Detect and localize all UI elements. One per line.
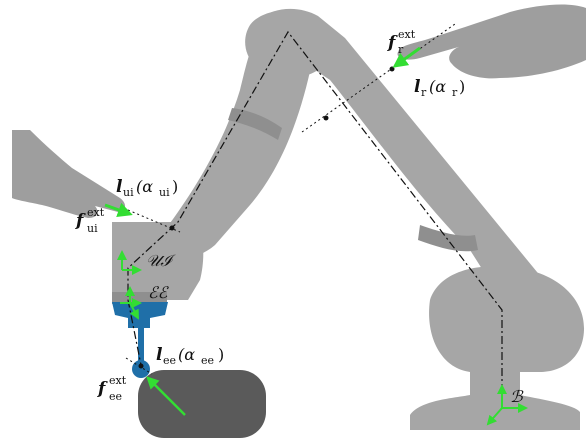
contact-object [138,370,266,438]
tool-tip [132,360,150,378]
robot-wrist-ring [228,108,282,140]
human-hand-left [12,130,126,218]
point-ui [169,225,175,231]
force-arrow-ui [104,202,133,217]
point-r [389,66,395,72]
svg-text:f: f [97,379,108,399]
svg-text:l: l [414,77,421,97]
svg-text:f: f [75,211,86,231]
svg-text:l: l [156,345,163,365]
end-effector-tool [112,302,168,378]
force-arrow-r [392,46,421,68]
svg-text:f: f [387,33,398,53]
svg-text:ui: ui [123,186,134,199]
point-r-lower [323,115,329,121]
svg-text:(α: (α [429,77,446,96]
force-arrow-ee [146,376,186,416]
svg-text:l: l [116,177,123,197]
svg-text:): ) [172,177,178,196]
svg-text:(α: (α [178,345,195,364]
frame-ee-axes [120,286,142,320]
label-frame-ui: 𝒰ℐ [146,251,176,270]
svg-text:r: r [398,43,404,56]
frame-ui-axes [117,250,142,275]
label-f-r: f ext r [387,28,416,56]
kinematic-chain [127,30,503,408]
human-hand-right [397,4,586,79]
label-frame-ee: ℰℰ [148,283,170,302]
svg-text:ee: ee [163,354,176,367]
svg-text:ext: ext [398,28,416,41]
robot-arm [112,8,585,430]
tool-mount [112,302,168,328]
svg-text:ee: ee [201,354,214,367]
point-ee [138,363,144,369]
robot-lower-link [258,8,560,315]
svg-text:): ) [218,345,224,364]
svg-text:ee: ee [109,390,122,403]
label-frame-base: ℬ [510,387,524,406]
tool-shaft [138,310,144,365]
label-f-ui: f ext ui [75,206,105,235]
frame-base-axes [486,384,528,426]
lever-line-r [301,23,456,133]
robot-upper-link [162,40,312,259]
svg-text:ext: ext [109,374,127,387]
svg-text:): ) [459,77,465,96]
svg-text:ui: ui [87,222,98,235]
label-f-ee: f ext ee [97,374,127,403]
svg-text:(α: (α [136,177,153,196]
label-l-ui: l ui (α ui ) [116,177,178,199]
robot-lower-link-shade [418,225,478,252]
svg-text:r: r [452,86,458,99]
robot-wrist [112,222,204,300]
svg-text:ext: ext [87,206,105,219]
label-l-r: l r (α r ) [414,77,465,99]
svg-text:ui: ui [159,186,170,199]
svg-text:r: r [421,86,427,99]
label-l-ee: l ee (α ee ) [156,345,224,367]
